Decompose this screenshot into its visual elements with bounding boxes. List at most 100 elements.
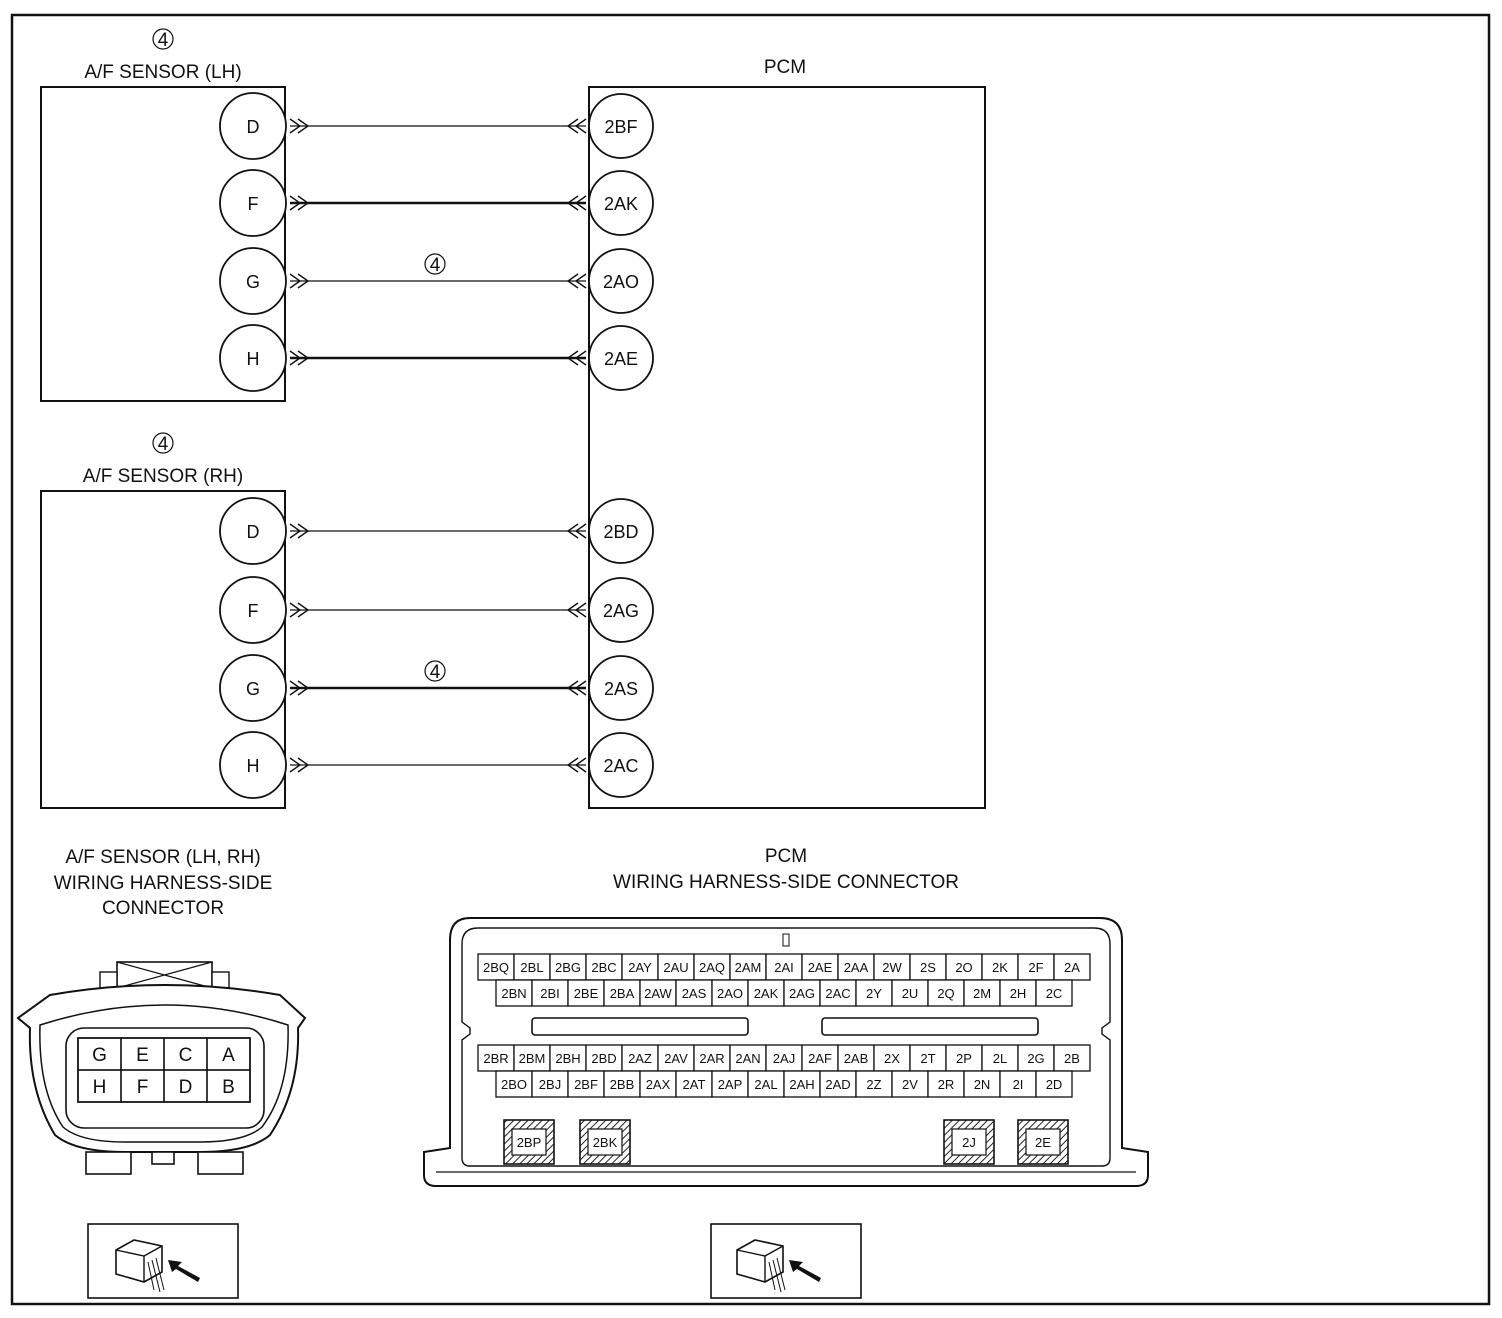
rh-sensor-title: A/F SENSOR (RH): [83, 466, 243, 487]
pcm-connector-cell-2bb: 2BB: [610, 1077, 635, 1092]
pcm-connector-cell-2b: 2B: [1064, 1051, 1080, 1066]
pcm-connector-cell-2p: 2P: [956, 1051, 972, 1066]
pcm-connector-cell-2w: 2W: [882, 960, 902, 975]
lh-sensor-title: A/F SENSOR (LH): [84, 62, 241, 83]
pcm-connector-view-icon: [710, 1223, 862, 1299]
lh_sensor-socket-chevron: [566, 118, 587, 134]
pcm-pin-2ak: 2AK: [604, 194, 638, 214]
pcm-pin-2ao: 2AO: [603, 272, 639, 292]
rh-sensor-marker: 4: [158, 434, 169, 455]
pcm-connector-cell-2ac: 2AC: [825, 986, 850, 1001]
lh_sensor-plug-chevron: [289, 118, 310, 134]
pcm-connector-title-line-1: PCM: [765, 846, 807, 867]
pcm-connector-cell-2z: 2Z: [866, 1077, 881, 1092]
pcm-connector-cell-2bm: 2BM: [519, 1051, 546, 1066]
af-connector-cell-b: B: [222, 1077, 235, 1098]
pcm-connector-cell-2a: 2A: [1064, 960, 1080, 975]
lh_sensor-pcm-pin-circle: [588, 170, 654, 236]
rh_sensor-socket-chevron: [566, 680, 587, 696]
pcm-connector-cell-2k: 2K: [992, 960, 1008, 975]
pcm-connector-cell-2bj: 2BJ: [539, 1077, 561, 1092]
pcm-connector-cell-2br: 2BR: [483, 1051, 508, 1066]
pcm-connector-cell-2y: 2Y: [866, 986, 882, 1001]
lh_sensor-socket-chevron: [566, 350, 587, 366]
rh_sensor-socket-chevron: [566, 757, 587, 773]
rh_sensor-pin-d: D: [247, 522, 260, 542]
pcm-connector-cell-2ay: 2AY: [628, 960, 652, 975]
rh_sensor-pin-circle: [219, 731, 287, 799]
af-connector-cell-c: C: [179, 1045, 193, 1066]
pcm-connector-cell-2an: 2AN: [735, 1051, 760, 1066]
pcm-connector-cell-2ag: 2AG: [789, 986, 815, 1001]
pcm-connector-cell-2bq: 2BQ: [483, 960, 509, 975]
af-sensor-connector: A/F SENSOR (LH, RH) WIRING HARNESS-SIDE …: [16, 847, 307, 1175]
lh_sensor-pcm-pin-circle: [588, 93, 654, 159]
pcm-connector-cell-2f: 2F: [1028, 960, 1043, 975]
pcm-connector-cell-2av: 2AV: [664, 1051, 688, 1066]
pcm-connector-special-2j: 2J: [962, 1135, 976, 1150]
lh_sensor-plug-chevron: [289, 195, 310, 211]
lh_sensor-wire-marker: 4: [430, 255, 441, 276]
pcm-connector-cell-2as: 2AS: [682, 986, 707, 1001]
pcm-connector-keyway-right: [821, 1017, 1039, 1036]
rh_sensor-pin-circle: [219, 654, 287, 722]
rh_sensor-socket-chevron: [566, 602, 587, 618]
pcm-connector-cell-2bh: 2BH: [555, 1051, 580, 1066]
pcm-pin-2ag: 2AG: [603, 601, 639, 621]
rh_sensor-wire-marker-circle: [424, 660, 446, 682]
lh_sensor-pin-circle: [219, 324, 287, 392]
lh_sensor-plug-chevron: [289, 273, 310, 289]
pcm-connector-cell-2ar: 2AR: [699, 1051, 724, 1066]
pcm-box: [588, 86, 986, 809]
pcm-connector-cell-2ad: 2AD: [825, 1077, 850, 1092]
pcm-connector-cell-2aw: 2AW: [644, 986, 672, 1001]
lh_sensor-socket-chevron: [566, 195, 587, 211]
rh_sensor-socket-chevron: [566, 523, 587, 539]
pcm-connector-cell-2ba: 2BA: [610, 986, 635, 1001]
rh_sensor-wire-marker: 4: [430, 662, 441, 683]
pcm-connector-title-line-2: WIRING HARNESS-SIDE CONNECTOR: [613, 872, 959, 893]
pcm-connector-cell-2ae: 2AE: [808, 960, 833, 975]
pcm-pin-2ac: 2AC: [603, 756, 638, 776]
pcm-connector-cell-2o: 2O: [955, 960, 972, 975]
lh-sensor-box: [40, 86, 286, 402]
pcm-connector-cell-2ab: 2AB: [844, 1051, 869, 1066]
pcm-connector-cell-2ak: 2AK: [754, 986, 779, 1001]
pcm-connector-cell-2d: 2D: [1046, 1077, 1063, 1092]
pcm-connector-cell-2i: 2I: [1013, 1077, 1024, 1092]
lh_sensor-socket-chevron: [566, 273, 587, 289]
rh_sensor-pcm-pin-circle: [588, 732, 654, 798]
pcm-connector-cell-2ap: 2AP: [718, 1077, 743, 1092]
pcm-connector-cell-2aa: 2AA: [844, 960, 869, 975]
lh_sensor-plug-chevron: [289, 350, 310, 366]
pcm-connector-cell-2v: 2V: [902, 1077, 918, 1092]
rh_sensor-pcm-pin-circle: [588, 577, 654, 643]
pcm-connector-cell-2r: 2R: [938, 1077, 955, 1092]
af-connector-cell-h: H: [93, 1077, 107, 1098]
rh_sensor-plug-chevron: [289, 757, 310, 773]
pcm-connector-cell-2h: 2H: [1010, 986, 1027, 1001]
pcm-connector-cell-2af: 2AF: [808, 1051, 832, 1066]
lh_sensor-pin-d: D: [247, 117, 260, 137]
pcm-pin-2ae: 2AE: [604, 349, 638, 369]
pcm-connector-cell-2be: 2BE: [574, 986, 599, 1001]
af-connector-title-line-1: A/F SENSOR (LH, RH): [65, 847, 260, 868]
lh_sensor-wire-marker-circle: [424, 253, 446, 275]
lh-sensor-marker-circle: [152, 28, 174, 50]
lh_sensor-pcm-pin-circle: [588, 248, 654, 314]
pcm-connector-cell-2q: 2Q: [937, 986, 954, 1001]
pcm-connector-special-2bp: 2BP: [517, 1135, 542, 1150]
pcm-connector-cell-2bo: 2BO: [501, 1077, 527, 1092]
pcm-connector-cell-2n: 2N: [974, 1077, 991, 1092]
pcm-connector-cell-2t: 2T: [920, 1051, 935, 1066]
pcm-pin-2as: 2AS: [604, 679, 638, 699]
rh_sensor-pin-circle: [219, 497, 287, 565]
pcm-connector-cell-2u: 2U: [902, 986, 919, 1001]
pcm-connector-cell-2at: 2AT: [683, 1077, 706, 1092]
lh_sensor-pin-circle: [219, 247, 287, 315]
pcm-connector-cell-2c: 2C: [1046, 986, 1063, 1001]
lh_sensor-pin-h: H: [247, 349, 260, 369]
rh-sensor-box: [40, 490, 286, 809]
